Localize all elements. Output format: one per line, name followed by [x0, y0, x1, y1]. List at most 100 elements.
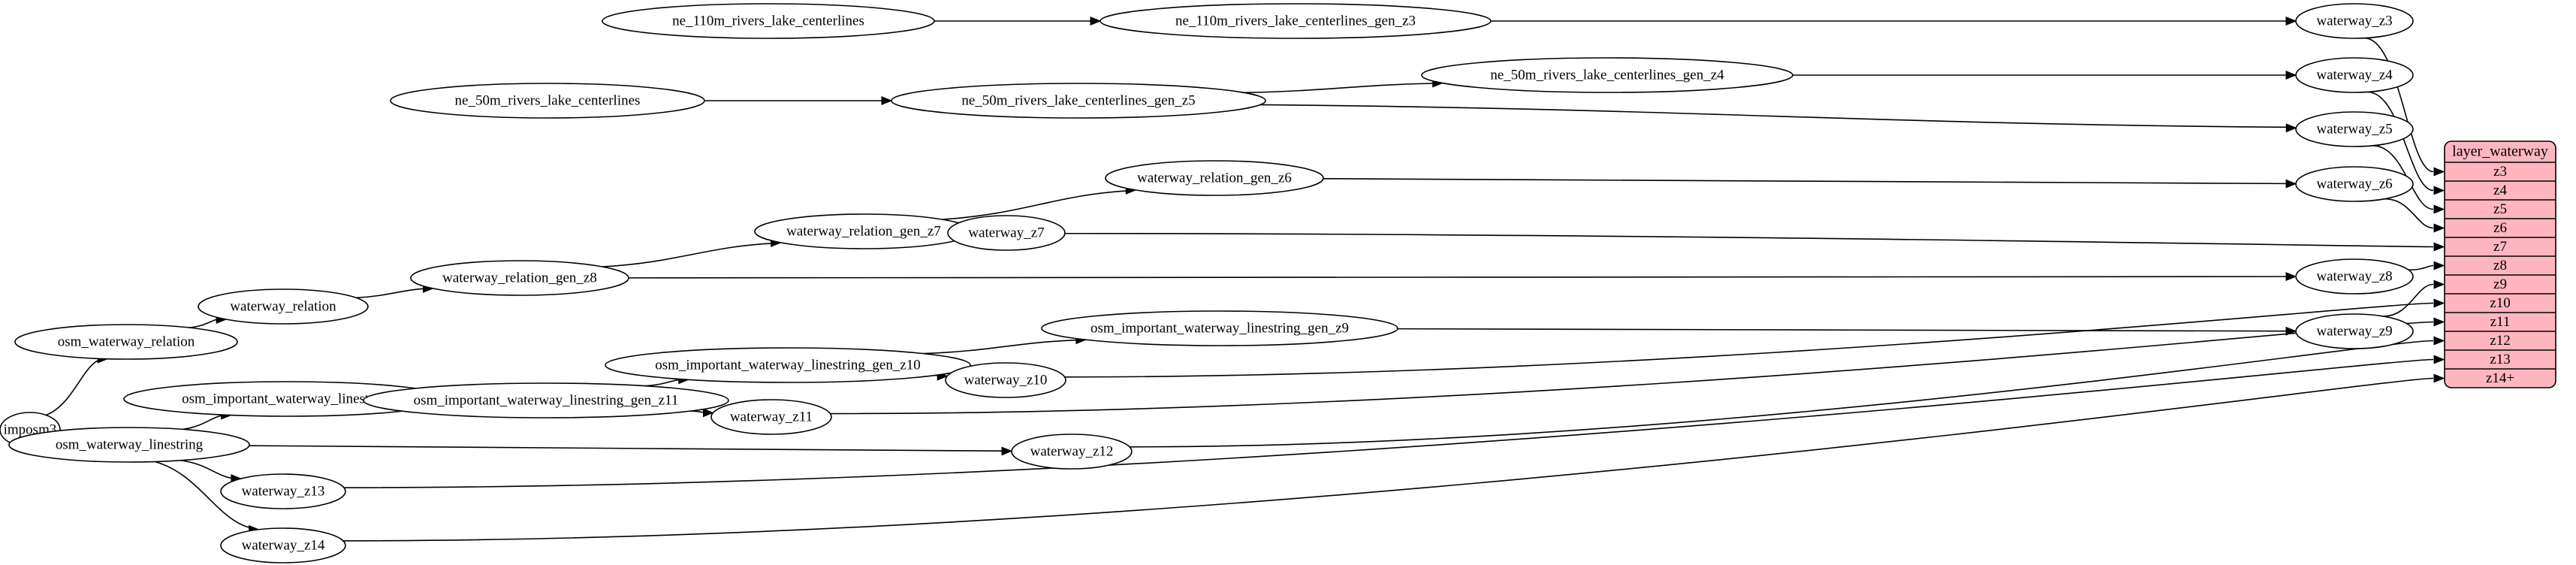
edge-osm_waterway_linestring-to-waterway_z12 — [249, 445, 1003, 452]
table-row-z10[interactable] — [2445, 294, 2556, 313]
edge-waterway_relation_gen_z8-to-waterway_relation_gen_z7 — [602, 243, 771, 267]
node-shape — [2295, 258, 2414, 295]
table-row-z14plus[interactable] — [2445, 369, 2556, 388]
arrowhead-icon — [2433, 167, 2445, 177]
arrowhead-icon — [2433, 204, 2445, 214]
edge-waterway_relation_gen_z8-to-waterway_z8 — [628, 276, 2287, 279]
edge-waterway_z8-to-layer_waterway-z8 — [2409, 264, 2434, 271]
node-shape — [1099, 3, 1492, 39]
node-shape — [2295, 166, 2414, 202]
table-row-z6[interactable] — [2445, 219, 2556, 237]
table-row-z11[interactable] — [2445, 313, 2556, 331]
node-shape — [220, 473, 346, 509]
node-osm_waterway_relation[interactable]: osm_waterway_relation — [14, 324, 238, 360]
node-shape — [710, 399, 832, 435]
node-shape — [891, 83, 1266, 119]
node-shape — [390, 83, 705, 119]
layer-waterway-table-outline — [2444, 140, 2556, 388]
node-shape — [14, 324, 238, 360]
node-shape — [1105, 160, 1324, 196]
node-waterway_z14[interactable]: waterway_z14 — [220, 527, 346, 563]
edge-waterway_relation_gen_z6-to-waterway_z6 — [1323, 177, 2287, 185]
node-waterway_z3[interactable]: waterway_z3 — [2295, 3, 2414, 39]
node-shape — [2295, 111, 2414, 147]
node-waterway_z10[interactable]: waterway_z10 — [945, 362, 1066, 398]
edge-waterway_z3-to-layer_waterway-z3 — [2364, 37, 2434, 173]
node-waterway_z7[interactable]: waterway_z7 — [947, 215, 1066, 251]
edge-osm_waterway_linestring-to-waterway_z14 — [155, 461, 249, 528]
node-waterway_relation_gen_z7[interactable]: waterway_relation_gen_z7 — [754, 213, 973, 249]
edge-osm_waterway_linestring-to-osm_important_waterway_linestring — [182, 415, 222, 431]
arrowhead-icon — [2433, 336, 2445, 346]
node-shape — [2295, 57, 2414, 93]
table-row-z5[interactable] — [2445, 200, 2556, 219]
node-shape — [8, 427, 250, 463]
node-waterway_z4[interactable]: waterway_z4 — [2295, 57, 2414, 93]
node-osm_waterway_linestring[interactable]: osm_waterway_linestring — [8, 427, 250, 463]
nodes-layer: imposm3osm_waterway_relationosm_waterway… — [0, 3, 2414, 563]
arrowhead-icon — [1090, 17, 1102, 26]
node-osm_important_waterway_linestring_gen_z9[interactable]: osm_important_waterway_linestring_gen_z9 — [1041, 310, 1398, 346]
arrowhead-icon — [2285, 272, 2297, 282]
node-shape — [1421, 57, 1793, 93]
table-row-z7[interactable] — [2445, 237, 2556, 256]
node-waterway_z6[interactable]: waterway_z6 — [2295, 166, 2414, 202]
edge-ne_50m_rivers_lake_centerlines_gen_z5-to-ne_50m_rivers_lake_centerlines_gen_z4 — [1244, 83, 1433, 94]
node-waterway_relation_gen_z6[interactable]: waterway_relation_gen_z6 — [1105, 160, 1324, 196]
table-row-z8[interactable] — [2445, 256, 2556, 275]
edge-ne_50m_rivers_lake_centerlines_gen_z5-to-waterway_z5 — [1260, 104, 2287, 128]
edge-waterway_z4-to-layer_waterway-z4 — [2367, 91, 2434, 192]
table-row-z4[interactable] — [2445, 181, 2556, 200]
edge-waterway_z14-to-layer_waterway-z14- — [342, 377, 2434, 542]
node-waterway_z8[interactable]: waterway_z8 — [2295, 258, 2414, 295]
node-waterway_z9[interactable]: waterway_z9 — [2295, 313, 2414, 349]
edge-waterway_z12-to-layer_waterway-z12 — [1130, 340, 2434, 448]
arrowhead-icon — [2433, 317, 2445, 327]
arrowhead-icon — [2285, 123, 2297, 133]
node-waterway_relation_gen_z8[interactable]: waterway_relation_gen_z8 — [410, 260, 629, 296]
edge-waterway_z9-to-layer_waterway-z9 — [2383, 283, 2434, 317]
arrowhead-icon — [2285, 179, 2297, 189]
node-shape — [220, 527, 346, 563]
table-row-z9[interactable] — [2445, 275, 2556, 294]
edge-waterway_relation-to-waterway_relation_gen_z8 — [356, 288, 424, 299]
node-shape — [605, 347, 971, 383]
edge-osm_important_waterway_linestring_gen_z11-to-osm_important_waterway_linestring_gen_z10 — [645, 379, 679, 387]
node-waterway_relation[interactable]: waterway_relation — [198, 289, 369, 325]
node-waterway_z12[interactable]: waterway_z12 — [1011, 434, 1133, 470]
arrowhead-icon — [1001, 446, 1013, 456]
node-osm_important_waterway_linestring_gen_z11[interactable]: osm_important_waterway_linestring_gen_z1… — [363, 382, 729, 418]
node-ne_50m_rivers_lake_centerlines_gen_z5[interactable]: ne_50m_rivers_lake_centerlines_gen_z5 — [891, 83, 1266, 119]
edge-imposm3-to-osm_waterway_relation — [46, 360, 98, 416]
node-shape — [2295, 3, 2414, 39]
table-row-z12[interactable] — [2445, 331, 2556, 350]
node-shape — [198, 289, 369, 325]
edge-waterway_z6-to-layer_waterway-z6 — [2384, 198, 2434, 229]
node-ne_50m_rivers_lake_centerlines_gen_z4[interactable]: ne_50m_rivers_lake_centerlines_gen_z4 — [1421, 57, 1793, 93]
node-shape — [947, 215, 1066, 251]
arrowhead-icon — [2433, 242, 2445, 252]
node-shape — [945, 362, 1066, 398]
node-waterway_z5[interactable]: waterway_z5 — [2295, 111, 2414, 147]
node-shape — [2295, 313, 2414, 349]
node-ne_110m_rivers_lake_centerlines[interactable]: ne_110m_rivers_lake_centerlines — [602, 3, 935, 39]
edge-osm_waterway_relation-to-waterway_relation — [189, 319, 217, 328]
node-waterway_z11[interactable]: waterway_z11 — [710, 399, 832, 435]
arrowhead-icon — [881, 96, 893, 105]
node-shape — [363, 382, 729, 418]
edge-osm_important_waterway_linestring_gen_z9-to-waterway_z9 — [1397, 328, 2287, 332]
node-osm_important_waterway_linestring_gen_z10[interactable]: osm_important_waterway_linestring_gen_z1… — [605, 347, 971, 383]
arrowhead-icon — [2433, 223, 2445, 233]
table-row-z13[interactable] — [2445, 350, 2556, 369]
table-row-z3[interactable] — [2445, 162, 2556, 181]
layer-waterway-table: layer_waterwayz3z4z5z6z7z8z9z10z11z12z13… — [2444, 140, 2556, 388]
node-ne_110m_rivers_lake_centerlines_gen_z3[interactable]: ne_110m_rivers_lake_centerlines_gen_z3 — [1099, 3, 1492, 39]
node-ne_50m_rivers_lake_centerlines[interactable]: ne_50m_rivers_lake_centerlines — [390, 83, 705, 119]
node-waterway_z13[interactable]: waterway_z13 — [220, 473, 346, 509]
node-shape — [754, 213, 973, 249]
arrowhead-icon — [702, 408, 714, 418]
arrowhead-icon — [2433, 373, 2445, 383]
edge-waterway_z10-to-layer_waterway-z10 — [1064, 302, 2434, 378]
node-shape — [410, 260, 629, 296]
